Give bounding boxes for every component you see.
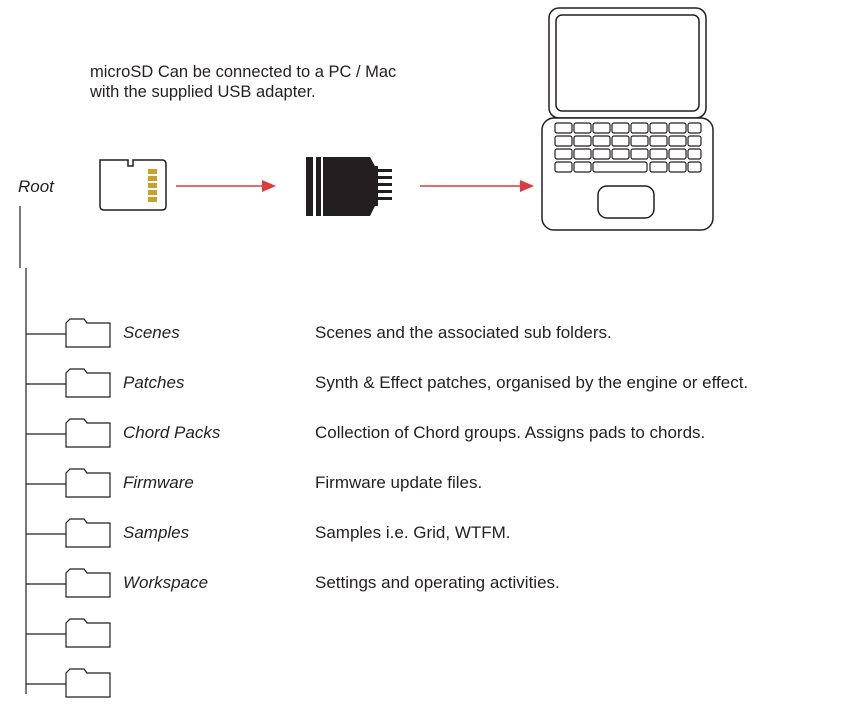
folder-desc-patches: Synth & Effect patches, organised by the… [315, 373, 749, 392]
folder-icon [65, 368, 111, 398]
folder-desc-workspace: Settings and operating activities. [315, 573, 560, 592]
arrow-card-to-adapter [176, 180, 276, 192]
folder-desc-samples: Samples i.e. Grid, WTFM. [315, 523, 511, 542]
folder-name-patches: Patches [123, 373, 185, 392]
laptop-icon [541, 7, 714, 231]
root-label: Root [18, 177, 54, 196]
folder-name-scenes: Scenes [123, 323, 180, 342]
folder-desc-chord-packs: Collection of Chord groups. Assigns pads… [315, 423, 706, 442]
tree-lines [19, 206, 66, 694]
folder-icon [65, 318, 111, 348]
folder-icon [65, 568, 111, 598]
folder-icon [65, 468, 111, 498]
folder-icon [65, 618, 111, 648]
folder-name-samples: Samples [123, 523, 190, 542]
intro-text: microSD Can be connected to a PC / Mac w… [90, 62, 396, 102]
folder-icon [65, 668, 111, 698]
intro-line-1: microSD Can be connected to a PC / Mac [90, 63, 397, 81]
folder-name-workspace: Workspace [123, 573, 209, 592]
usb-adapter-icon [306, 157, 392, 216]
folder-desc-firmware: Firmware update files. [315, 473, 483, 492]
intro-line-2: with the supplied USB adapter. [90, 83, 316, 101]
folder-name-chord-packs: Chord Packs [123, 423, 221, 442]
folder-icon [65, 418, 111, 448]
arrow-adapter-to-laptop [420, 180, 534, 192]
microsd-card-icon [99, 159, 167, 211]
folder-desc-scenes: Scenes and the associated sub folders. [315, 323, 612, 342]
folder-icon [65, 518, 111, 548]
folder-name-firmware: Firmware [123, 473, 194, 492]
